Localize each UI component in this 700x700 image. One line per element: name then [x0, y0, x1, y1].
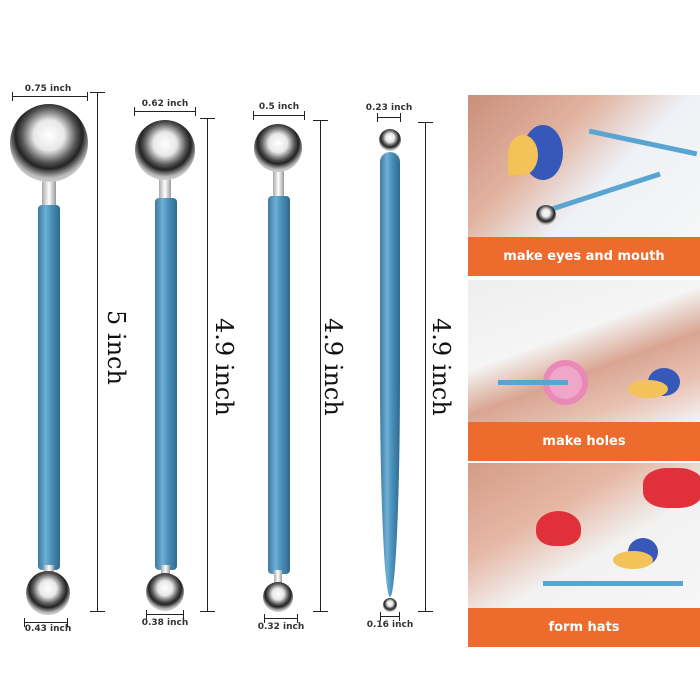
length-line	[90, 92, 105, 612]
tool-handle	[498, 380, 568, 385]
clay-figure	[508, 135, 538, 175]
top-diameter-label: 0.23 inch	[365, 103, 413, 113]
clay-snail	[613, 551, 653, 569]
top-diameter-label: 0.5 inch	[258, 102, 300, 112]
dimension-line	[12, 92, 88, 101]
dimension-line	[380, 612, 400, 621]
top-diameter-label: 0.75 inch	[24, 84, 72, 94]
handle	[155, 198, 177, 570]
top-ball	[135, 120, 195, 180]
dimension-line	[146, 610, 184, 619]
photo-eyes-and-mouth	[468, 95, 700, 237]
handle	[38, 205, 60, 570]
stem	[161, 565, 170, 577]
stem	[159, 175, 171, 200]
caption-bar: form hats	[468, 608, 700, 647]
length-label: 4.9 inch	[427, 318, 455, 416]
dimension-line	[377, 113, 401, 122]
caption-bar: make holes	[468, 422, 700, 461]
stem	[42, 175, 56, 207]
bottom-diameter-label: 0.43 inch	[24, 624, 72, 634]
caption-bar: make eyes and mouth	[468, 237, 700, 276]
length-label: 5 inch	[102, 310, 130, 385]
clay-tub	[643, 468, 700, 508]
tool-handle	[588, 128, 698, 157]
length-label: 4.9 inch	[210, 318, 238, 416]
handle	[380, 152, 400, 597]
dimension-line	[134, 107, 196, 116]
top-ball	[10, 104, 88, 182]
clay-hat	[536, 511, 581, 546]
handle	[268, 196, 290, 574]
top-diameter-label: 0.62 inch	[141, 99, 189, 109]
photo-holes	[468, 280, 700, 422]
bottom-ball	[263, 582, 293, 612]
length-label: 4.9 inch	[319, 318, 347, 416]
tool-ball	[536, 205, 556, 225]
stem	[273, 168, 284, 198]
dimension-line	[253, 111, 305, 120]
photo-hats	[468, 463, 700, 608]
bottom-diameter-label: 0.32 inch	[257, 622, 305, 632]
bottom-diameter-label: 0.16 inch	[366, 620, 414, 630]
length-line	[200, 118, 215, 612]
top-ball	[379, 129, 401, 151]
length-line	[313, 120, 328, 612]
tool-handle	[545, 171, 661, 214]
clay-snail	[628, 380, 668, 398]
length-line	[418, 122, 433, 612]
bottom-ball	[146, 573, 184, 611]
top-ball	[254, 124, 302, 172]
dimension-line	[264, 614, 298, 623]
stem	[274, 570, 282, 584]
bottom-ball	[383, 598, 397, 612]
bottom-diameter-label: 0.38 inch	[141, 618, 189, 628]
bottom-ball	[26, 571, 70, 615]
dimension-line	[24, 618, 68, 627]
tool-handle	[543, 581, 683, 586]
